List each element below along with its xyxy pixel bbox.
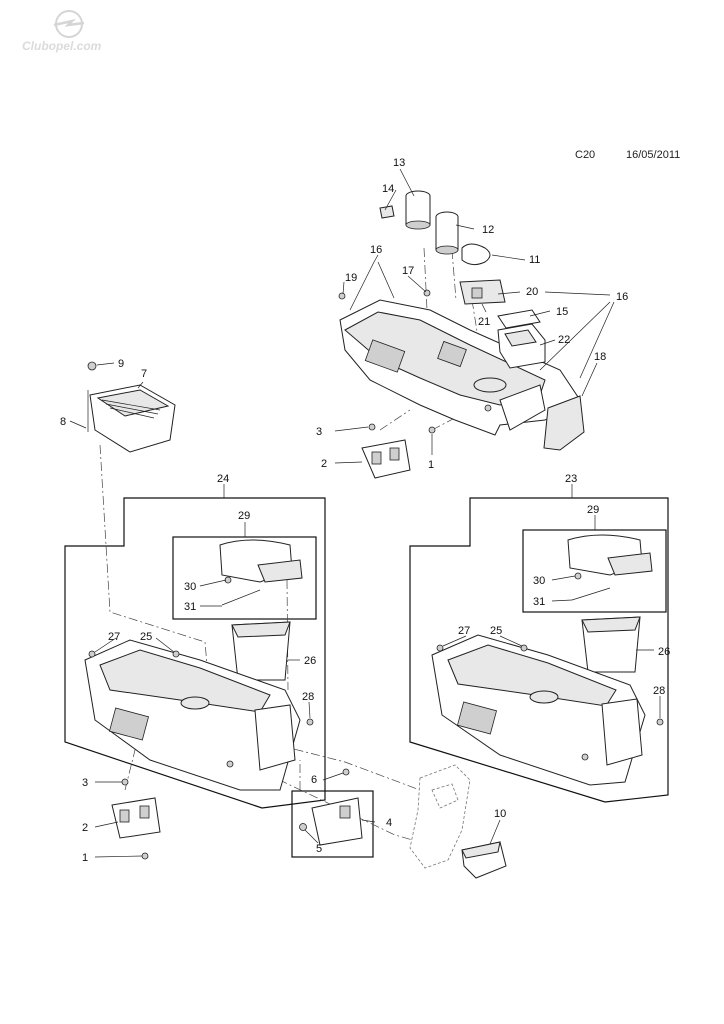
storage-unit-7 — [87, 361, 176, 453]
armrest-left — [219, 539, 303, 606]
callout-19: 19 — [345, 272, 357, 284]
callout-14: 14 — [382, 183, 394, 195]
callout-5: 5 — [316, 843, 322, 855]
cup-holder-13 — [405, 190, 431, 230]
armrest-frame-right — [522, 529, 667, 613]
diagram-date: 16/05/2011 — [626, 149, 681, 161]
bracket-2-left — [111, 778, 161, 860]
callout-4: 4 — [386, 817, 392, 829]
console-left — [84, 639, 301, 791]
callout-15: 15 — [556, 306, 568, 318]
watermark-text: Clubopel.com — [22, 39, 102, 53]
small-parts-right — [436, 644, 664, 726]
callout-17: 17 — [402, 265, 414, 277]
callout-27-right: 27 — [458, 625, 470, 637]
watermark: Clubopel.com — [22, 10, 102, 53]
callout-3-top: 3 — [316, 426, 322, 438]
callout-26-right: 26 — [658, 646, 670, 658]
front-console-assembly — [339, 299, 581, 436]
callout-26-left: 26 — [304, 655, 316, 667]
assembly-frame-24 — [64, 497, 326, 809]
console-right — [431, 634, 646, 786]
callout-29-right: 29 — [587, 504, 599, 516]
trim-panel-ghost — [409, 764, 471, 869]
callout-1-left: 1 — [82, 852, 88, 864]
tray-10 — [461, 841, 507, 879]
armrest-frame-left — [172, 536, 317, 620]
callout-25-left: 25 — [140, 631, 152, 643]
callout-labels: 13 14 12 11 16 17 19 20 16 15 21 22 18 3… — [60, 157, 670, 864]
assembly-frame-23 — [409, 497, 669, 803]
callout-29-left: 29 — [238, 510, 250, 522]
bracket-2-top — [361, 439, 411, 479]
callout-9: 9 — [118, 358, 124, 370]
callout-6: 6 — [311, 774, 317, 786]
callout-28-left: 28 — [302, 691, 314, 703]
callout-20: 20 — [526, 286, 538, 298]
callout-23: 23 — [565, 473, 577, 485]
leader-lines — [69, 168, 661, 858]
callout-24: 24 — [217, 473, 229, 485]
callout-30-left: 30 — [184, 581, 196, 593]
mat-15 — [497, 309, 541, 329]
callout-12: 12 — [482, 224, 494, 236]
small-parts-left — [88, 650, 314, 726]
callout-16-top: 16 — [370, 244, 382, 256]
holder-20 — [459, 279, 506, 305]
callout-16-right: 16 — [616, 291, 628, 303]
callout-7: 7 — [141, 368, 147, 380]
callout-3-left: 3 — [82, 777, 88, 789]
callout-25-right: 25 — [490, 625, 502, 637]
callout-11: 11 — [529, 254, 540, 266]
callout-31-right: 31 — [533, 596, 545, 608]
seal-11 — [461, 243, 491, 266]
callout-27-left: 27 — [108, 631, 120, 643]
diagram-code: C20 — [575, 149, 596, 161]
bin-left-26 — [231, 621, 291, 681]
callout-10: 10 — [494, 808, 506, 820]
callout-13: 13 — [393, 157, 405, 169]
callout-21: 21 — [478, 316, 490, 328]
callout-8: 8 — [60, 416, 66, 428]
opel-blitz-logo-icon — [53, 10, 85, 38]
bracket-4 — [299, 768, 363, 846]
callout-2-left: 2 — [82, 822, 88, 834]
tray-22 — [497, 323, 546, 369]
callout-2-top: 2 — [321, 458, 327, 470]
callout-1-top: 1 — [428, 459, 434, 471]
armrest-right — [567, 534, 653, 601]
callout-22: 22 — [558, 334, 570, 346]
callout-30-right: 30 — [533, 575, 545, 587]
callout-31-left: 31 — [184, 601, 196, 613]
trim-panel-18 — [543, 395, 585, 451]
cup-holder-12 — [435, 211, 459, 255]
callout-28-right: 28 — [653, 685, 665, 697]
bin-right-26 — [581, 616, 641, 673]
bracket-frame-4 — [291, 790, 374, 858]
clip-14 — [379, 205, 395, 219]
callout-18: 18 — [594, 351, 606, 363]
